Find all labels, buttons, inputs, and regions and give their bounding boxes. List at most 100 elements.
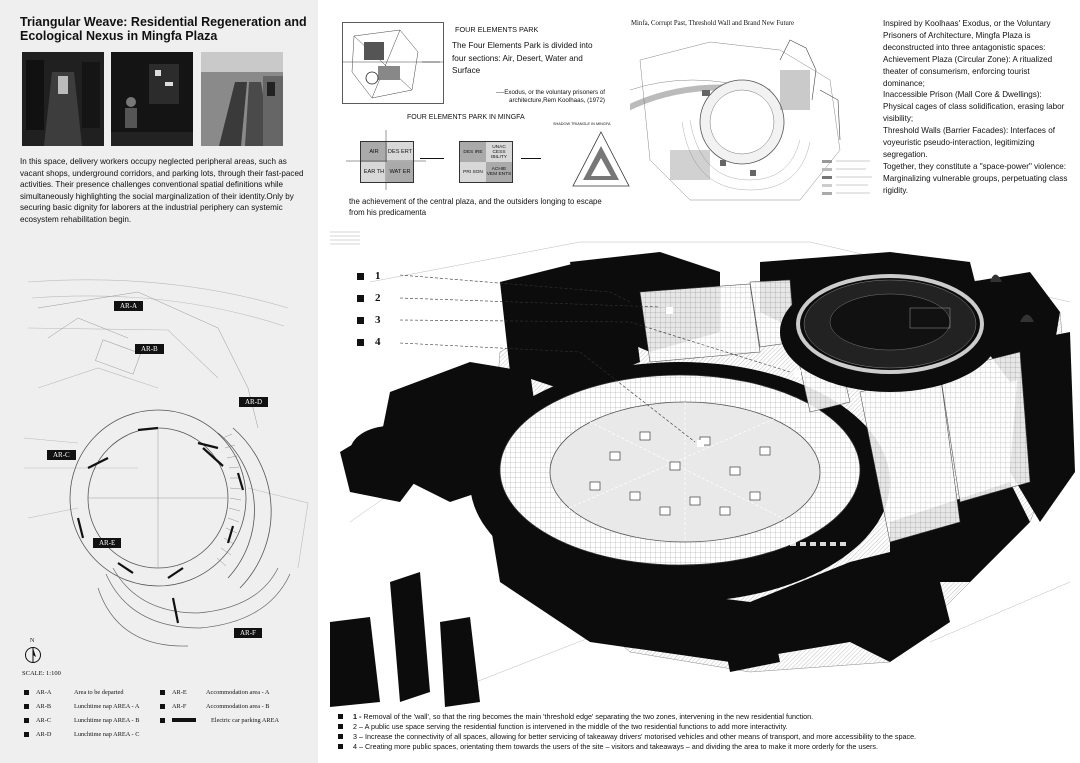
elements-grid-a: AIR DES ERT EAR TH WAT ER xyxy=(360,141,414,183)
note-row: 1 - Removal of the 'wall', so that the r… xyxy=(338,712,1078,722)
photo-corridor xyxy=(22,52,104,146)
legend-row: AR-B Lunchtime nap AREA - A xyxy=(24,699,139,713)
legend-desc: Electric car parking AREA xyxy=(211,716,280,724)
legend-code: AR-E xyxy=(172,688,187,696)
map-legend xyxy=(822,160,872,195)
four-elements-caption: the achievement of the central plaza, an… xyxy=(349,197,602,217)
map-label-ar-a: AR-A xyxy=(114,301,144,311)
site-plan xyxy=(23,279,309,647)
legend-row: AR-E Accommodation area - A xyxy=(160,685,279,699)
map-label-ar-c: AR-C xyxy=(47,450,76,460)
four-elements-text: The Four Elements Park is divided into f… xyxy=(452,40,602,78)
note-row: 3 – Increase the connectivity of all spa… xyxy=(338,732,1078,742)
grid-a-cell: AIR xyxy=(361,142,387,162)
note-lead: 1 - xyxy=(353,712,364,721)
note-text: 4 – Creating more public spaces, orienta… xyxy=(353,742,878,751)
legend-bullet xyxy=(24,703,29,709)
grid-a-cell: WAT ER xyxy=(387,162,413,182)
axo-marker-number: 2 xyxy=(375,292,381,304)
dash-separator xyxy=(420,158,444,159)
north-label: N xyxy=(30,638,35,644)
map-label-ar-d: AR-D xyxy=(239,397,269,407)
legend-row: Electric car parking AREA xyxy=(160,713,279,727)
poster-title: Triangular Weave: Residential Regenerati… xyxy=(20,15,307,43)
legend-code: AR-C xyxy=(36,716,52,724)
four-elements-citation: ----Exodus, or the voluntary prisoners o… xyxy=(495,89,605,104)
axo-marker-3: 3 xyxy=(357,314,381,326)
note-text: 2 – A public use space serving the resid… xyxy=(353,722,788,731)
legend-desc: Accommodation area - B xyxy=(206,702,270,710)
parking-line-symbol xyxy=(172,718,196,722)
axo-marker-number: 4 xyxy=(375,336,381,348)
axo-marker-square xyxy=(357,338,364,346)
legend-code: AR-F xyxy=(172,702,187,710)
four-elements-subtitle: FOUR ELEMENTS PARK IN MINGFA xyxy=(407,114,525,121)
grid-a-axes xyxy=(346,130,426,190)
axo-marker-number: 1 xyxy=(375,270,381,282)
four-elements-text-plain: The Four Elements Park is divided into f… xyxy=(452,41,593,63)
four-elements-title: FOUR ELEMENTS PARK xyxy=(455,25,539,34)
intervention-notes: 1 - Removal of the 'wall', so that the r… xyxy=(338,712,1078,752)
concept-paragraph: Inspired by Koolhaas' Exodus, or the Vol… xyxy=(883,19,1051,52)
axonometric-drawing xyxy=(330,231,1075,707)
axo-marker-4: 4 xyxy=(357,336,381,348)
grid-a-cell: DES ERT xyxy=(387,142,413,162)
legend-right: AR-E Accommodation area - A AR-F Accommoda… xyxy=(160,685,279,727)
legend-bullet xyxy=(24,717,29,723)
four-elements-text-bold: Air, Desert, Water and Surface xyxy=(452,53,583,76)
grid-a-cell: EAR TH xyxy=(361,162,387,182)
photo-corridor-image xyxy=(22,52,104,146)
photo-escalator xyxy=(201,52,283,146)
legend-code: AR-D xyxy=(36,730,52,738)
map-label-ar-f: AR-F xyxy=(234,628,262,638)
axo-marker-square xyxy=(357,272,364,280)
concept-text: Inspired by Koolhaas' Exodus, or the Vol… xyxy=(883,18,1073,197)
legend-bullet xyxy=(160,717,165,723)
legend-desc: Lunchtime nap AREA - A xyxy=(74,702,140,710)
dash-separator xyxy=(521,158,541,159)
legend-bullet xyxy=(24,731,29,737)
note-bullet xyxy=(338,744,343,749)
legend-desc: Lunchtime nap AREA - B xyxy=(74,716,140,724)
grid-b-cell: PRI SON xyxy=(460,162,486,182)
photo-worker-image xyxy=(111,52,193,146)
note-row: 4 – Creating more public spaces, orienta… xyxy=(338,742,1078,752)
concept-paragraph: Inaccessible Prison (Mall Core & Dwellin… xyxy=(883,90,1065,124)
legend-desc: Accommodation area - A xyxy=(206,688,270,696)
legend-bullet xyxy=(160,703,165,709)
axo-marker-square xyxy=(357,316,364,324)
concept-paragraph: Threshold Walls (Barrier Facades): Inter… xyxy=(883,126,1055,159)
legend-bullet xyxy=(24,689,29,695)
map-title: Minfa, Corrupt Past, Threshold Wall and … xyxy=(631,20,795,27)
axo-marker-1: 1 xyxy=(357,270,381,282)
note-bullet xyxy=(338,714,343,719)
grid-b-cell: ACHIE VEM ENTS xyxy=(486,162,512,182)
four-elements-sketch xyxy=(342,22,444,104)
legend-desc: Lunchtime nap AREA - C xyxy=(74,730,140,738)
grid-b-cell: DES IRE xyxy=(460,142,486,162)
axo-marker-2: 2 xyxy=(357,292,381,304)
legend-code: AR-A xyxy=(36,688,52,696)
grid-b-cell: UNAC CESS IBILITY xyxy=(486,142,512,162)
note-text: Removal of the 'wall', so that the ring … xyxy=(363,712,814,721)
axo-marker-number: 3 xyxy=(375,314,381,326)
photo-escalator-image xyxy=(201,52,283,146)
legend-code: AR-B xyxy=(36,702,52,710)
legend-bullet xyxy=(160,689,165,695)
intro-paragraph: In this space, delivery workers occupy n… xyxy=(20,157,304,224)
photo-worker xyxy=(111,52,193,146)
legend-row: AR-C Lunchtime nap AREA - B xyxy=(24,713,139,727)
concept-paragraph: Achievement Plaza (Circular Zone): A rit… xyxy=(883,54,1053,88)
elements-grid-b: DES IRE UNAC CESS IBILITY PRI SON ACHIE … xyxy=(459,141,513,183)
map-label-ar-e: AR-E xyxy=(93,538,122,548)
map-label-ar-b: AR-B xyxy=(135,344,164,354)
scale-label: SCALE: 1:100 xyxy=(22,670,61,677)
legend-row: AR-F Accommodation area - B xyxy=(160,699,279,713)
triangle-title: SHADOW TRIANGLE IN MINGFA xyxy=(553,122,611,126)
concept-paragraph: Together, they constitute a "space-power… xyxy=(883,161,1068,195)
shadow-triangle xyxy=(572,131,630,187)
note-row: 2 – A public use space serving the resid… xyxy=(338,722,1078,732)
note-bullet xyxy=(338,734,343,739)
